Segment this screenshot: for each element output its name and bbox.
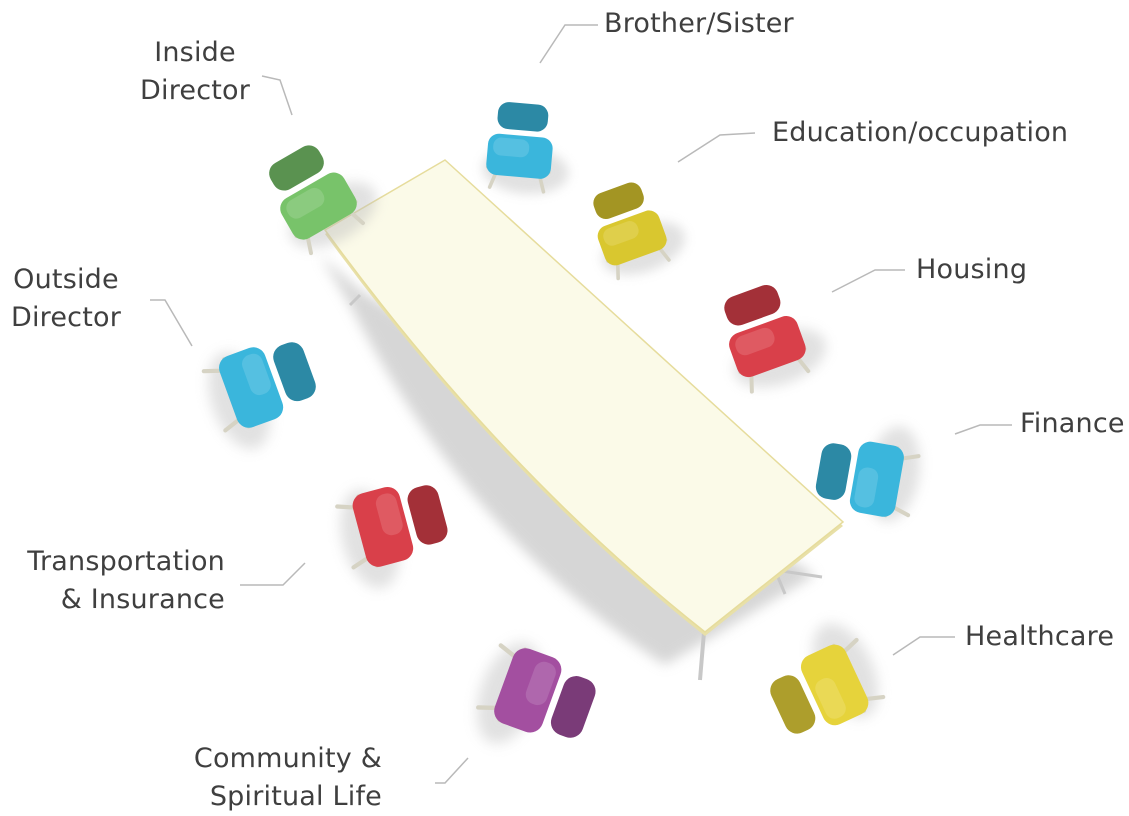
chair-education-occupation xyxy=(593,182,685,281)
chairs xyxy=(201,102,921,744)
chair-highlight xyxy=(815,678,846,719)
chair-back xyxy=(407,485,448,545)
chair-highlight xyxy=(493,137,530,158)
chair-transportation-insurance xyxy=(335,485,448,589)
chair-inside-director xyxy=(269,145,377,256)
leader-transportation xyxy=(240,562,306,586)
label-education-occupation: Education/occupation xyxy=(772,114,1068,152)
label-finance: Finance xyxy=(1020,405,1125,443)
chair-brother-sister xyxy=(482,102,569,194)
chair-healthcare xyxy=(770,623,886,734)
label-line: Transportation xyxy=(27,546,225,577)
leader-community xyxy=(435,757,469,784)
label-transportation-insurance: Transportation & Insurance xyxy=(20,543,225,619)
chair-back xyxy=(269,145,324,191)
chair-back xyxy=(770,675,816,734)
label-line: Education/occupation xyxy=(772,117,1069,148)
chair-highlight xyxy=(854,467,879,508)
chair-housing xyxy=(724,284,827,394)
chair-finance xyxy=(815,426,921,522)
leader-inside-director xyxy=(261,75,293,116)
chair-highlight xyxy=(286,187,325,219)
label-line: Brother/Sister xyxy=(604,8,794,39)
leader-education-occupation xyxy=(677,132,756,163)
label-housing: Housing xyxy=(916,251,1027,289)
label-line: Spiritual Life xyxy=(209,781,382,812)
chair-back xyxy=(273,342,316,402)
chair-back xyxy=(497,102,549,132)
chair-highlight xyxy=(735,327,775,356)
label-line: Healthcare xyxy=(965,621,1115,652)
label-outside-director: Outside Director xyxy=(10,261,122,337)
leader-lines xyxy=(150,24,1012,784)
leader-brother-sister xyxy=(539,24,598,64)
conference-table xyxy=(320,159,845,681)
chair-back xyxy=(815,443,852,500)
chair-highlight xyxy=(603,221,639,246)
chair-highlight xyxy=(375,493,403,536)
label-community-spiritual-life: Community & Spiritual Life xyxy=(180,740,382,816)
chair-back xyxy=(724,284,781,326)
chair-back xyxy=(550,676,596,738)
table-leg xyxy=(348,293,362,307)
table-top xyxy=(323,159,845,633)
chair-outside-director xyxy=(201,342,316,450)
label-line: Director xyxy=(140,75,251,106)
leader-housing xyxy=(831,269,905,293)
chair-highlight xyxy=(525,661,556,706)
label-brother-sister: Brother/Sister xyxy=(604,5,794,43)
label-healthcare: Healthcare xyxy=(965,618,1114,656)
label-inside-director: Inside Director xyxy=(140,34,250,110)
chair-community-spiritual-life xyxy=(476,642,596,744)
leader-healthcare xyxy=(892,636,955,656)
leader-outside-director xyxy=(150,299,193,347)
chair-highlight xyxy=(241,353,271,396)
label-line: & Insurance xyxy=(60,584,225,615)
label-line: Director xyxy=(10,302,122,333)
chair-back xyxy=(593,182,644,219)
label-line: Community & xyxy=(193,743,382,774)
label-line: Outside xyxy=(13,264,119,295)
leader-finance xyxy=(954,424,1012,435)
label-line: Inside xyxy=(154,37,236,68)
label-line: Finance xyxy=(1020,408,1125,439)
label-line: Housing xyxy=(916,254,1028,285)
